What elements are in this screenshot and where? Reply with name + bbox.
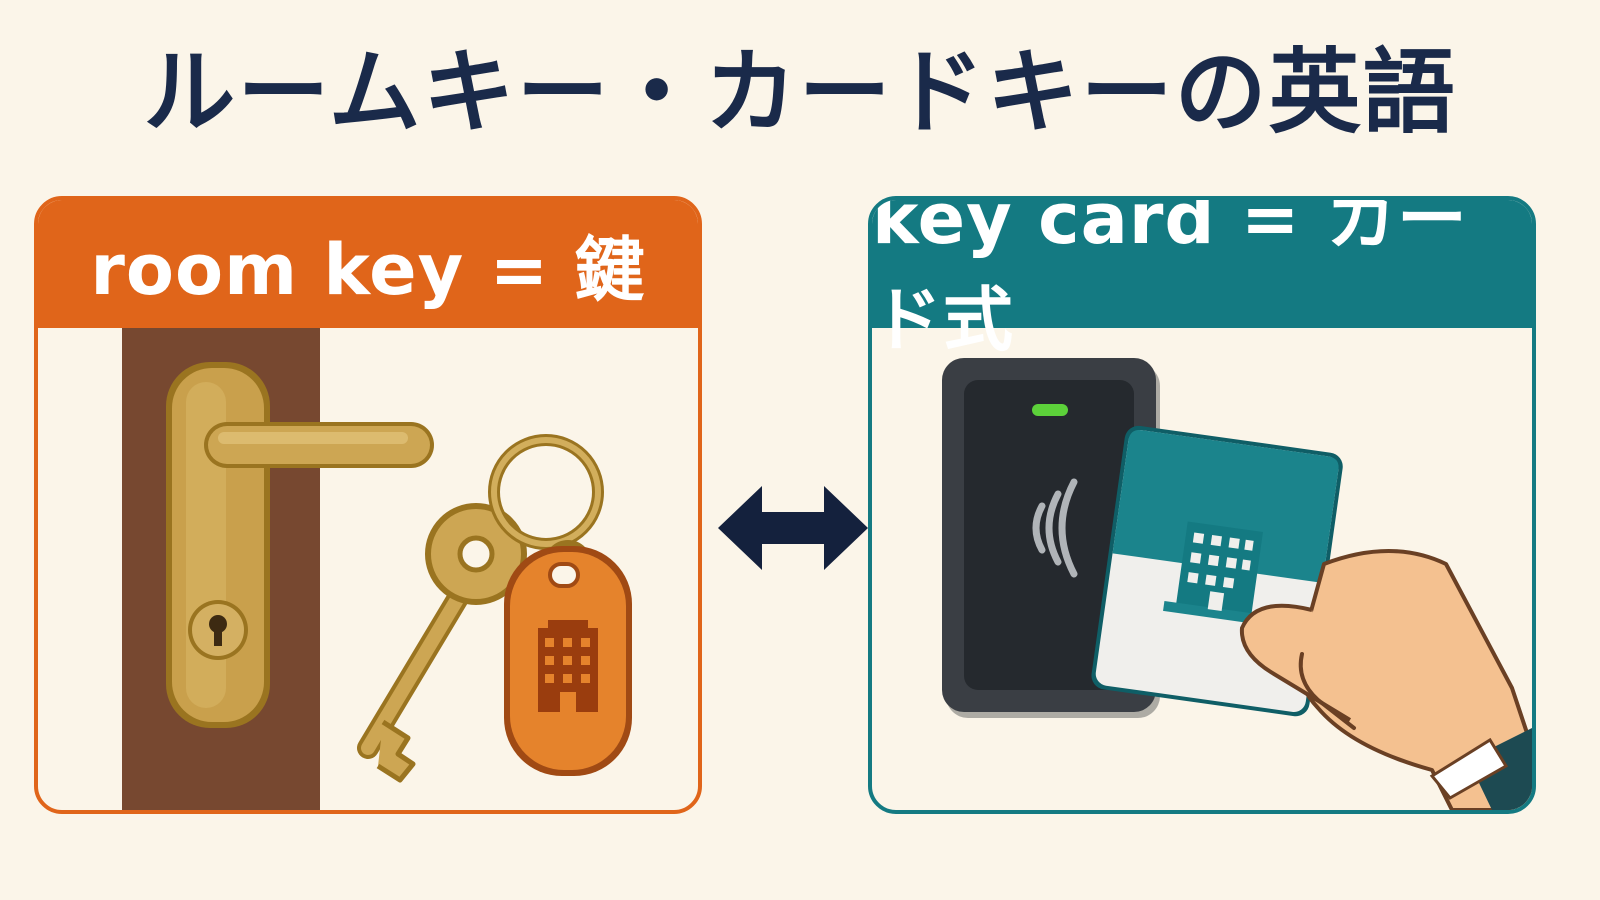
key-card-heading: key card = カード式 xyxy=(872,200,1532,361)
room-key-panel: room key = 鍵 xyxy=(34,196,702,814)
key-card-panel: key card = カード式 xyxy=(868,196,1536,814)
double-arrow-icon xyxy=(718,486,868,570)
key-card-illustration xyxy=(942,358,1532,810)
key-icon xyxy=(357,503,527,783)
contactless-signal-icon xyxy=(1032,478,1078,578)
keyhole-icon xyxy=(188,600,248,660)
indicator-light-icon xyxy=(1032,404,1068,416)
page-title: ルームキー・カードキーの英語 xyxy=(143,39,1457,146)
room-key-illustration xyxy=(122,328,632,810)
hotel-building-icon xyxy=(1163,521,1264,625)
key-fob xyxy=(504,546,632,776)
room-key-heading: room key = 鍵 xyxy=(38,200,698,328)
hand-icon xyxy=(1239,549,1532,810)
